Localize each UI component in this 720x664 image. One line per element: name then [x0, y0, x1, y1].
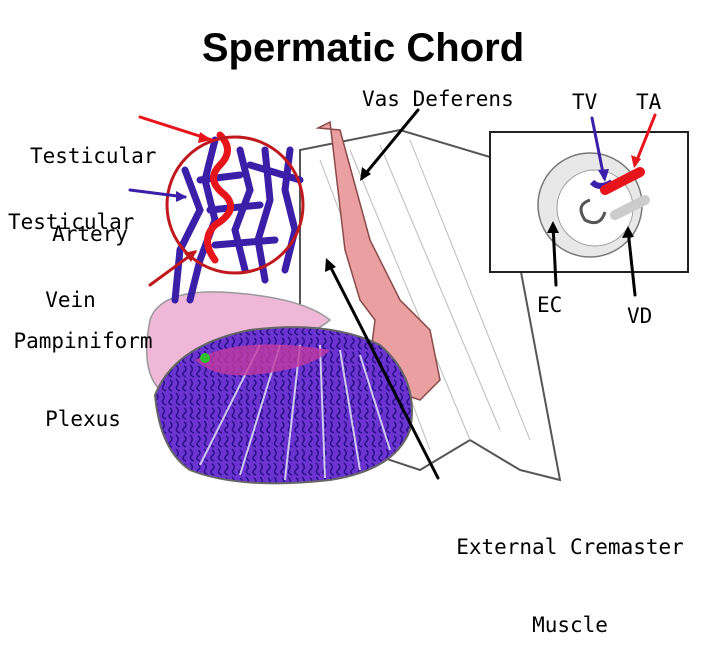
vas-deferens-label: Vas Deferens — [362, 87, 514, 111]
inset-artery — [600, 167, 645, 195]
pampiniform-veins — [171, 136, 304, 304]
plexus-circle — [165, 135, 305, 275]
tv-label: TV — [572, 90, 598, 114]
testicular-vein-label: Testicular Vein — [8, 210, 135, 312]
vd-label: VD — [627, 304, 653, 328]
testicular-artery-label: Testicular Artery — [30, 144, 157, 246]
ec-label: EC — [537, 293, 563, 317]
spermatic-cord-illustration — [128, 108, 689, 485]
external-cremaster-label: External Cremaster Muscle — [456, 535, 684, 637]
testis-septa — [199, 344, 391, 481]
diagram-title: Spermatic Chord — [201, 26, 525, 70]
rete-testis — [195, 344, 330, 376]
pampiniform-plexus-label: Pampiniform Plexus — [13, 329, 153, 431]
artery-squiggle — [204, 131, 235, 264]
ta-label: TA — [636, 90, 662, 114]
